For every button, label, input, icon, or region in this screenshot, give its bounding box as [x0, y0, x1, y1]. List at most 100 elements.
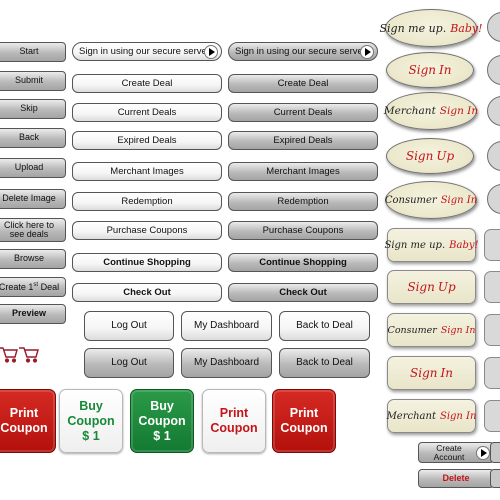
- create-deal-button-gray[interactable]: Create Deal: [228, 74, 378, 93]
- merchant-images-button-gray[interactable]: Merchant Images: [228, 162, 378, 181]
- back-to-deal-button-gray[interactable]: Back to Deal: [279, 348, 370, 378]
- continue-shopping-button-gray[interactable]: Continue Shopping: [228, 253, 378, 272]
- continue-shopping-button-white[interactable]: Continue Shopping: [72, 253, 222, 272]
- purchase-coupons-label: Purchase Coupons: [106, 224, 188, 236]
- sign-me-up-oval-button[interactable]: Sign me up.Baby!: [379, 9, 483, 47]
- in-label: In: [439, 63, 452, 77]
- create-deal-label: Create Deal: [277, 77, 329, 89]
- sign-me-up-label: Sign me up.: [379, 21, 447, 35]
- edge-small-button-2[interactable]: [490, 469, 500, 488]
- log-out-label: Log Out: [111, 319, 147, 331]
- edge-oval-button-2[interactable]: [487, 55, 500, 85]
- log-out-button-white[interactable]: Log Out: [84, 311, 174, 341]
- upload-button[interactable]: Upload: [0, 158, 66, 178]
- check-out-button-gray[interactable]: Check Out: [228, 283, 378, 302]
- buy-label: Buy: [150, 398, 174, 413]
- edge-small-button-1[interactable]: [490, 442, 500, 463]
- merchant-images-button-white[interactable]: Merchant Images: [72, 162, 222, 181]
- coupon-label: Coupon: [280, 421, 328, 435]
- my-dashboard-label: My Dashboard: [193, 356, 260, 368]
- back-to-deal-label: Back to Deal: [296, 319, 353, 331]
- buy-coupon-button-green[interactable]: Buy Coupon $ 1: [130, 389, 194, 453]
- sign-label: Sign: [405, 149, 434, 163]
- start-label: Start: [19, 46, 39, 57]
- browse-label: Browse: [13, 253, 44, 264]
- current-deals-button-white[interactable]: Current Deals: [72, 103, 222, 122]
- merchant-images-label: Merchant Images: [110, 165, 184, 177]
- purchase-coupons-button-gray[interactable]: Purchase Coupons: [228, 221, 378, 240]
- expired-deals-button-gray[interactable]: Expired Deals: [228, 131, 378, 150]
- see-deals-button[interactable]: Click here to see deals: [0, 218, 66, 242]
- skip-button[interactable]: Skip: [0, 99, 66, 119]
- redemption-button-white[interactable]: Redemption: [72, 192, 222, 211]
- buy-coupon-button-white[interactable]: Buy Coupon $ 1: [59, 389, 123, 453]
- check-out-label: Check Out: [279, 286, 327, 298]
- browse-button[interactable]: Browse: [0, 249, 66, 269]
- merchant-label: Merchant: [383, 105, 436, 117]
- edge-oval-button-3[interactable]: [487, 96, 500, 126]
- current-deals-button-gray[interactable]: Current Deals: [228, 103, 378, 122]
- print-coupon-button-white[interactable]: Print Coupon: [202, 389, 266, 453]
- merchant-images-label: Merchant Images: [266, 165, 340, 177]
- sign-in-secure-button-gray[interactable]: Sign in using our secure server: [228, 42, 378, 61]
- coupon-label: Coupon: [67, 413, 115, 428]
- edge-rect-button-3[interactable]: [484, 314, 500, 346]
- merchant-label: Merchant: [386, 410, 436, 422]
- purchase-coupons-button-white[interactable]: Purchase Coupons: [72, 221, 222, 240]
- create-first-deal-label: Create 1st Deal: [0, 281, 60, 292]
- baby-label: Baby!: [449, 239, 479, 251]
- shopping-cart-icons: [0, 344, 40, 364]
- coupon-label: Coupon: [138, 413, 186, 428]
- edge-rect-button-5[interactable]: [484, 400, 500, 432]
- create-account-button[interactable]: Create Account: [418, 442, 494, 463]
- edge-oval-button-4[interactable]: [487, 141, 500, 171]
- log-out-button-gray[interactable]: Log Out: [84, 348, 174, 378]
- up-label: Up: [437, 280, 456, 294]
- print-coupon-button-red-2[interactable]: Print Coupon: [272, 389, 336, 453]
- redemption-button-gray[interactable]: Redemption: [228, 192, 378, 211]
- see-deals-label-line1: Click here to: [3, 219, 55, 230]
- check-out-button-white[interactable]: Check Out: [72, 283, 222, 302]
- redemption-label: Redemption: [121, 195, 173, 207]
- start-button[interactable]: Start: [0, 42, 66, 62]
- purchase-coupons-label: Purchase Coupons: [262, 224, 344, 236]
- create-deal-button-white[interactable]: Create Deal: [72, 74, 222, 93]
- back-button[interactable]: Back: [0, 128, 66, 148]
- print-coupon-button-red-1[interactable]: Print Coupon: [0, 389, 56, 453]
- expired-deals-button-white[interactable]: Expired Deals: [72, 131, 222, 150]
- edge-rect-button-4[interactable]: [484, 357, 500, 389]
- shopping-cart-icon: [0, 347, 39, 363]
- sign-me-up-rect-button[interactable]: Sign me up.Baby!: [384, 228, 479, 262]
- back-to-deal-button-white[interactable]: Back to Deal: [279, 311, 370, 341]
- edge-oval-button-1[interactable]: [487, 12, 500, 42]
- preview-button[interactable]: Preview: [0, 304, 66, 324]
- see-deals-label-line2: see deals: [9, 229, 49, 239]
- sign-label: Sign: [410, 366, 438, 380]
- sign-in-secure-button-white[interactable]: Sign in using our secure server: [72, 42, 222, 61]
- continue-shopping-label: Continue Shopping: [259, 256, 347, 268]
- delete-button[interactable]: Delete: [418, 469, 494, 488]
- consumer-label: Consumer: [387, 324, 437, 336]
- edge-oval-button-5[interactable]: [487, 184, 500, 214]
- preview-label: Preview: [11, 308, 47, 319]
- delete-image-button[interactable]: Delete Image: [0, 189, 66, 209]
- create-first-deal-button[interactable]: Create 1st Deal: [0, 277, 66, 297]
- in-label: In: [440, 366, 453, 380]
- edge-rect-button-1[interactable]: [484, 229, 500, 261]
- submit-button[interactable]: Submit: [0, 71, 66, 91]
- my-dashboard-button-white[interactable]: My Dashboard: [181, 311, 272, 341]
- upload-label: Upload: [14, 162, 44, 173]
- baby-label: Baby!: [450, 21, 483, 35]
- edge-rect-button-2[interactable]: [484, 271, 500, 303]
- sign-label: Sign: [408, 63, 436, 77]
- my-dashboard-button-gray[interactable]: My Dashboard: [181, 348, 272, 378]
- sign-label: Sign: [407, 280, 435, 294]
